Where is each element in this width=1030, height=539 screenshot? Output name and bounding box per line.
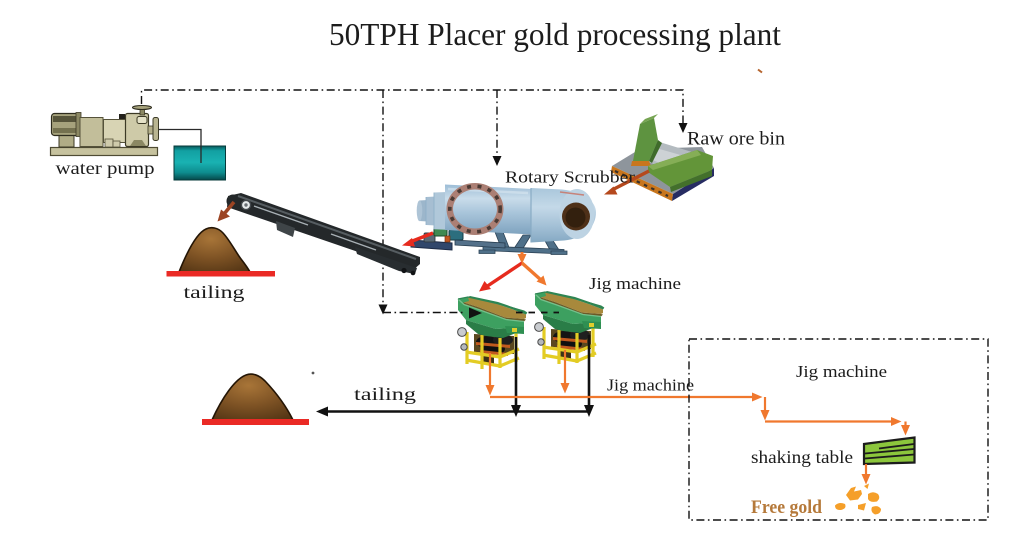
svg-text:Jig machine: Jig machine: [589, 274, 681, 293]
svg-text:Rotary Scrubber: Rotary Scrubber: [505, 168, 635, 187]
svg-text:Jig machine: Jig machine: [796, 362, 887, 381]
svg-text:Jig machine: Jig machine: [607, 376, 694, 395]
svg-text:water pump: water pump: [56, 158, 155, 178]
svg-text:shaking table: shaking table: [751, 447, 853, 467]
svg-text:tailing: tailing: [184, 282, 245, 302]
svg-text:Raw ore bin: Raw ore bin: [687, 130, 785, 150]
svg-text:50TPH Placer gold processing p: 50TPH Placer gold processing plant: [329, 16, 781, 52]
svg-text:tailing: tailing: [354, 384, 416, 404]
svg-text:Free gold: Free gold: [751, 498, 823, 518]
